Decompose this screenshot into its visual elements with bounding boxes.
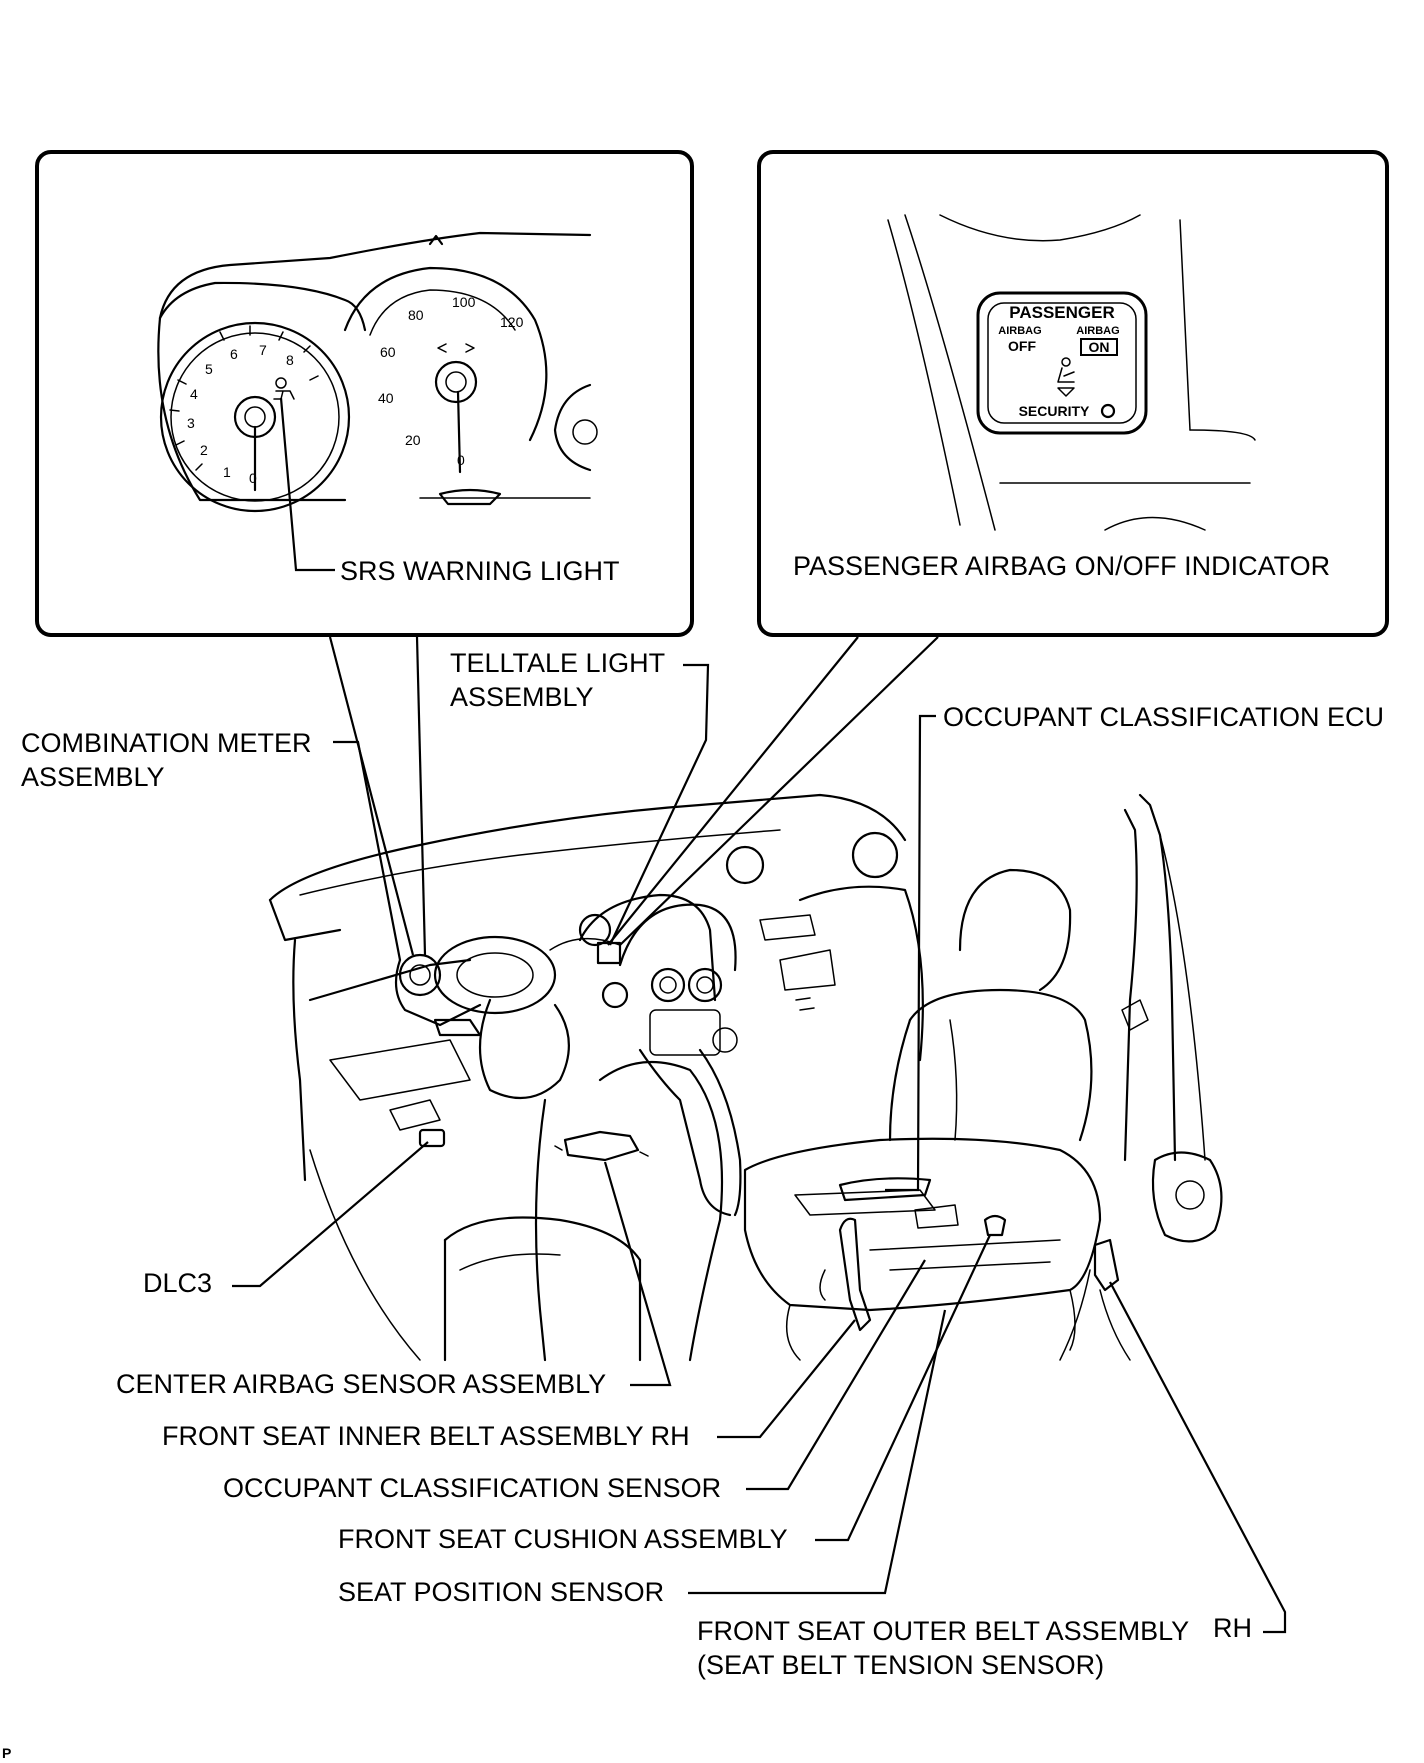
indicator-security: SECURITY [1019,403,1090,419]
combination-meter-inset: 1 2 3 4 5 6 7 8 0 20 40 60 80 [35,150,694,637]
tach-tick-6: 6 [230,346,238,362]
label-front-seat-inner-belt: FRONT SEAT INNER BELT ASSEMBLY RH [162,1421,690,1451]
indicator-on: ON [1089,339,1110,355]
tach-tick-4: 4 [190,386,198,402]
front-seat-cushion-outline [743,1137,1102,1312]
speed-tick-20: 20 [405,432,421,448]
indicator-off: OFF [1008,338,1036,354]
label-front-seat-outer-belt-1: FRONT SEAT OUTER BELT ASSEMBLY [697,1616,1189,1646]
label-front-seat-outer-belt-2: (SEAT BELT TENSION SENSOR) [697,1650,1104,1680]
occupant-ecu-body [838,1177,932,1202]
seat-position-sensor-body [983,1214,1007,1237]
indicator-airbag-left: AIRBAG [998,325,1041,337]
seat-belt-tension-sensor-body [1093,1238,1120,1292]
speed-tick-60: 60 [380,344,396,360]
label-telltale-1: TELLTALE LIGHT [450,648,665,678]
tach-tick-3: 3 [187,415,195,431]
speed-tick-40: 40 [378,390,394,406]
passenger-airbag-indicator-panel: PASSENGER AIRBAG OFF AIRBAG ON SECURITY [976,291,1148,435]
label-combination-meter-1: COMBINATION METER [21,728,312,758]
indicator-title: PASSENGER [1009,303,1115,322]
security-lamp-icon [1100,403,1116,419]
label-occupant-sensor: OCCUPANT CLASSIFICATION SENSOR [223,1473,721,1503]
speed-tick-0: 0 [457,452,465,468]
label-occupant-ecu: OCCUPANT CLASSIFICATION ECU [943,702,1384,732]
airbag-person-icon [1057,357,1075,397]
label-front-seat-cushion: FRONT SEAT CUSHION ASSEMBLY [338,1524,788,1554]
tach-tick-0: 0 [249,470,257,486]
inner-belt-buckle [838,1217,872,1332]
corner-mark: P [2,1745,11,1761]
label-srs-warning-light: SRS WARNING LIGHT [340,556,620,586]
center-airbag-sensor-body [563,1130,640,1162]
outer-belt-retractor [1151,1151,1223,1243]
vehicle-interior-drawing [268,793,1223,1362]
tach-tick-7: 7 [259,342,267,358]
indicator-airbag-right: AIRBAG [1076,325,1119,337]
tach-tick-5: 5 [205,361,213,377]
tach-tick-2: 2 [200,442,208,458]
label-center-airbag-sensor: CENTER AIRBAG SENSOR ASSEMBLY [116,1369,606,1399]
label-combination-meter-2: ASSEMBLY [21,762,165,792]
passenger-indicator-inset: PASSENGER AIRBAG OFF AIRBAG ON SECURITY … [757,150,1389,637]
tach-tick-1: 1 [223,464,231,480]
label-seat-position-sensor: SEAT POSITION SENSOR [338,1577,664,1607]
inset-callout-lines [328,636,939,956]
label-passenger-indicator: PASSENGER AIRBAG ON/OFF INDICATOR [793,551,1330,581]
label-dlc3: DLC3 [143,1268,212,1298]
label-telltale-2: ASSEMBLY [450,682,594,712]
speedometer: 20 40 60 80 100 120 0 [343,266,548,474]
tach-tick-8: 8 [286,352,294,368]
speed-tick-100: 100 [452,294,476,310]
dlc3-connector [418,1128,446,1148]
callouts: TELLTALE LIGHT ASSEMBLY OCCUPANT CLASSIF… [2,648,1384,1761]
label-front-seat-outer-belt-rh: RH [1213,1613,1252,1643]
telltale-light-unit [596,941,622,965]
speed-tick-120: 120 [500,314,524,330]
speed-tick-80: 80 [408,307,424,323]
